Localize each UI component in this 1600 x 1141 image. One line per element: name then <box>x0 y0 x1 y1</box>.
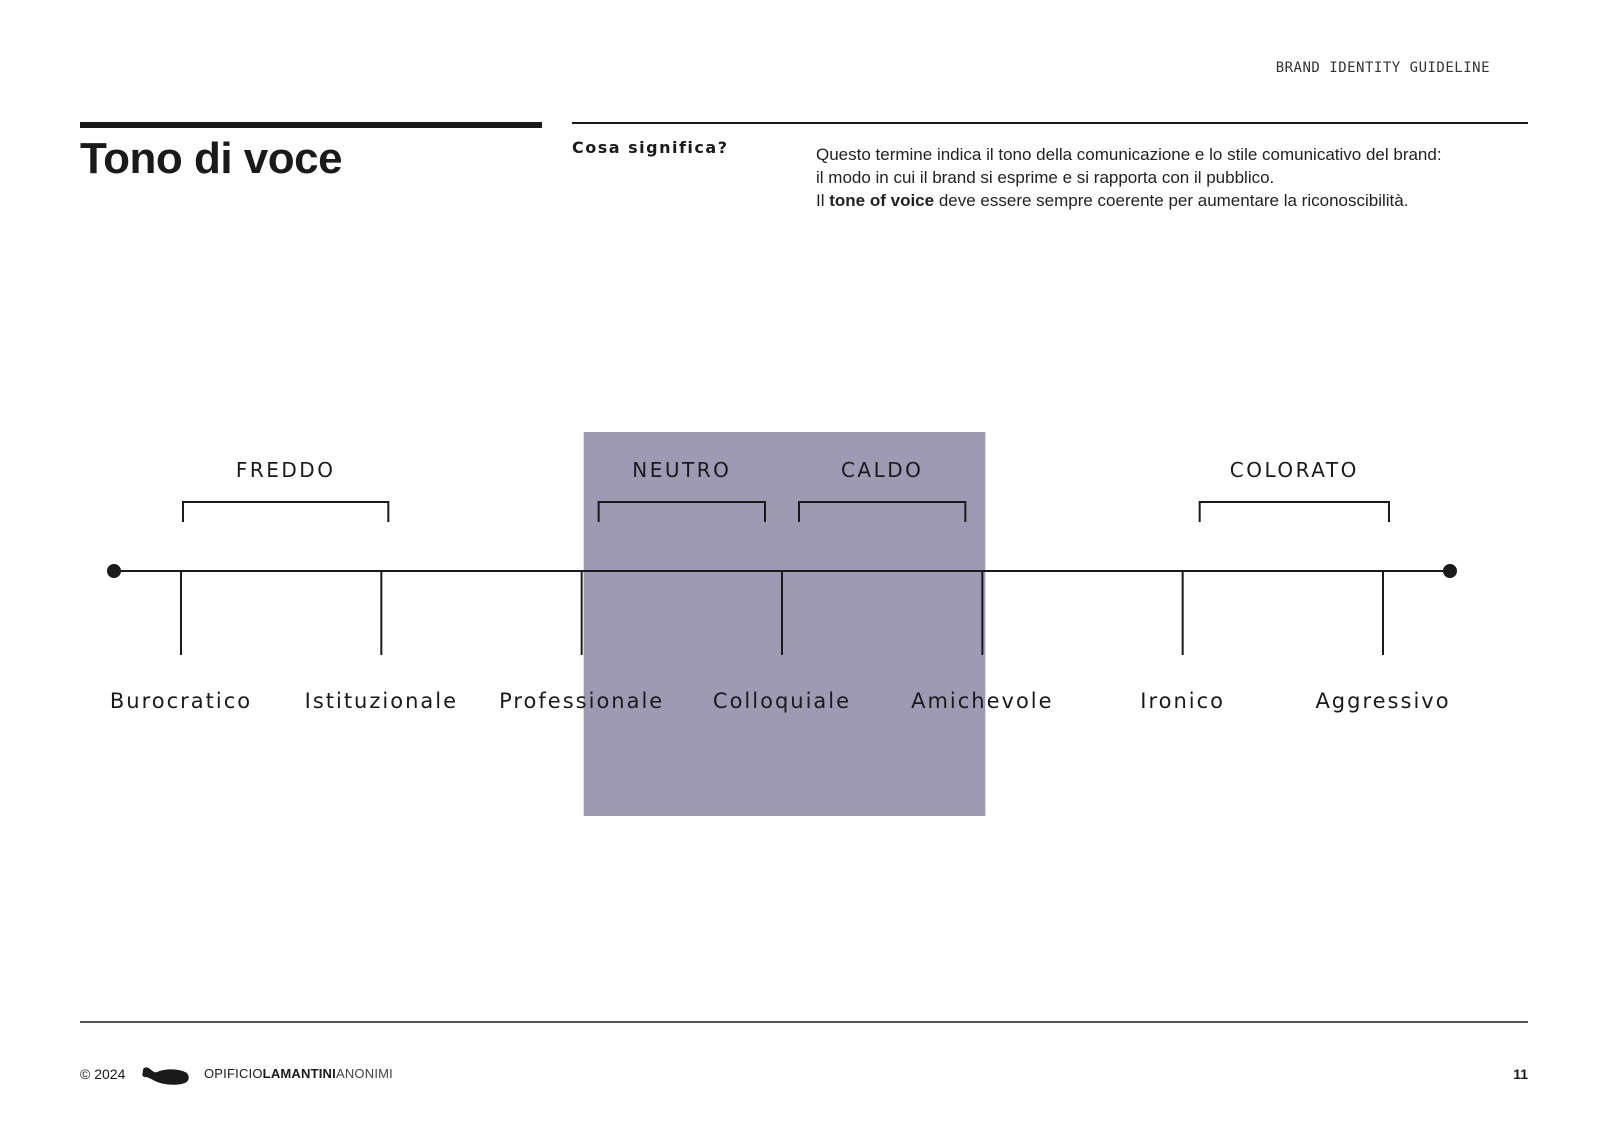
question-label: Cosa significa? <box>572 138 729 157</box>
document-header-label: BRAND IDENTITY GUIDELINE <box>1275 60 1490 76</box>
title-rule <box>80 122 542 128</box>
tone-stop-label: Amichevole <box>911 689 1053 713</box>
description-line-2: il modo in cui il brand si esprime e si … <box>816 168 1275 187</box>
description-line-1: Questo termine indica il tono della comu… <box>816 145 1442 164</box>
footer-rule <box>80 1021 1528 1023</box>
page-number: 11 <box>1513 1066 1528 1082</box>
tone-stop-label: Aggressivo <box>1315 689 1450 713</box>
description: Questo termine indica il tono della comu… <box>816 143 1528 212</box>
selected-tone-highlight <box>583 432 986 816</box>
category-label: NEUTRO <box>632 458 731 482</box>
category-brackets: FREDDO NEUTRO CALDO COLORATO <box>182 458 1390 522</box>
category-bracket <box>798 501 967 522</box>
category-label: FREDDO <box>236 458 336 482</box>
description-line-3: Il tone of voice deve essere sempre coer… <box>816 191 1409 210</box>
tone-stop-label: Ironico <box>1140 689 1225 713</box>
page-title: Tono di voce <box>80 134 343 183</box>
section-rule <box>572 122 1528 124</box>
tone-stop-label: Professionale <box>499 689 664 713</box>
brand-wordmark: OPIFICIOLAMANTINIANONIMI <box>204 1066 393 1081</box>
copyright: © 2024 <box>80 1066 126 1082</box>
category-label: COLORATO <box>1230 458 1359 482</box>
tone-stop-label: Istituzionale <box>305 689 458 713</box>
tone-stop-label: Colloquiale <box>713 689 851 713</box>
category-bracket <box>1198 501 1390 522</box>
tone-of-voice-emphasis: tone of voice <box>829 191 935 210</box>
category-bracket <box>182 501 390 522</box>
category-label: CALDO <box>841 458 923 482</box>
manatee-logo-icon <box>142 1067 189 1085</box>
tone-stops: Burocratico Istituzionale Professionale Col… <box>110 571 1450 713</box>
axis-end-dot <box>1443 564 1457 578</box>
category-bracket <box>597 501 766 522</box>
axis-start-dot <box>107 564 121 578</box>
tone-stop-label: Burocratico <box>110 689 252 713</box>
